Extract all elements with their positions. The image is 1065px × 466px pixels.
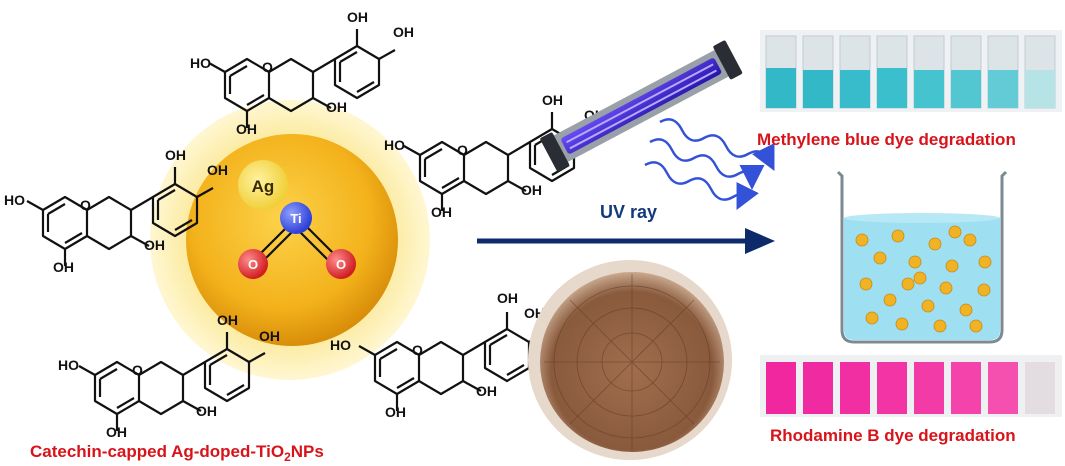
petri-dish-icon: [528, 260, 732, 460]
uv-ray-label: UV ray: [600, 202, 657, 222]
wave-icon: [644, 118, 775, 210]
nanoparticle-caption: Catechin-capped Ag-doped-TiO2NPs: [30, 442, 324, 464]
oxygen-atom-left: [238, 249, 268, 279]
oh-label: OH: [207, 162, 228, 178]
silver-label: Ag: [252, 177, 275, 196]
oh-label: OH: [196, 403, 217, 419]
oh-label: OH: [476, 383, 497, 399]
uv-lamp-icon: [540, 40, 743, 172]
oxygen-label-right: O: [336, 257, 346, 272]
oh-label: OH: [347, 9, 368, 25]
test-tube-icon: [765, 35, 1056, 109]
oh-label: OH: [497, 290, 518, 306]
ring-o-label: O: [132, 362, 143, 378]
oh-label: OH: [236, 121, 257, 137]
oh-label: HO: [190, 55, 211, 71]
methylene-blue-tubes: [760, 30, 1062, 112]
ring-o-label: O: [412, 342, 423, 358]
oh-label: HO: [330, 337, 351, 353]
oxygen-atom-right: [326, 249, 356, 279]
oh-label: OH: [259, 328, 280, 344]
nanoparticle-dots: [855, 225, 992, 333]
oh-label: OH: [385, 404, 406, 420]
process-arrow-head: [745, 228, 775, 254]
ring-o-label: O: [457, 142, 468, 158]
oh-label: OH: [326, 99, 347, 115]
oh-label: OH: [393, 24, 414, 40]
caption-end: NPs: [291, 442, 324, 461]
oh-label: OH: [431, 204, 452, 220]
rhodamine-tubes: [760, 355, 1062, 417]
caption-main: Catechin-capped Ag-doped-TiO: [30, 442, 284, 461]
rhodamine-caption: Rhodamine B dye degradation: [770, 426, 1016, 445]
titanium-atom: [280, 202, 312, 234]
oh-label: OH: [521, 182, 542, 198]
ring-o-label: O: [262, 59, 273, 75]
test-tube-icon: [766, 362, 1055, 414]
oh-label: OH: [217, 312, 238, 328]
oh-label: HO: [58, 357, 79, 373]
oxygen-label-left: O: [248, 257, 258, 272]
oh-label: OH: [165, 147, 186, 163]
methylene-blue-caption: Methylene blue dye degradation: [757, 130, 1016, 149]
caption-subscript: 2: [284, 450, 291, 464]
ring-o-label: O: [80, 197, 91, 213]
oh-label: OH: [144, 237, 165, 253]
oh-label: OH: [542, 92, 563, 108]
oh-label: HO: [4, 192, 25, 208]
oh-label: OH: [106, 424, 127, 440]
oh-label: OH: [53, 259, 74, 275]
silver-dopant: [238, 160, 288, 210]
oh-label: HO: [384, 137, 405, 153]
beaker-icon: [836, 170, 1008, 344]
titanium-label: Ti: [290, 211, 301, 226]
